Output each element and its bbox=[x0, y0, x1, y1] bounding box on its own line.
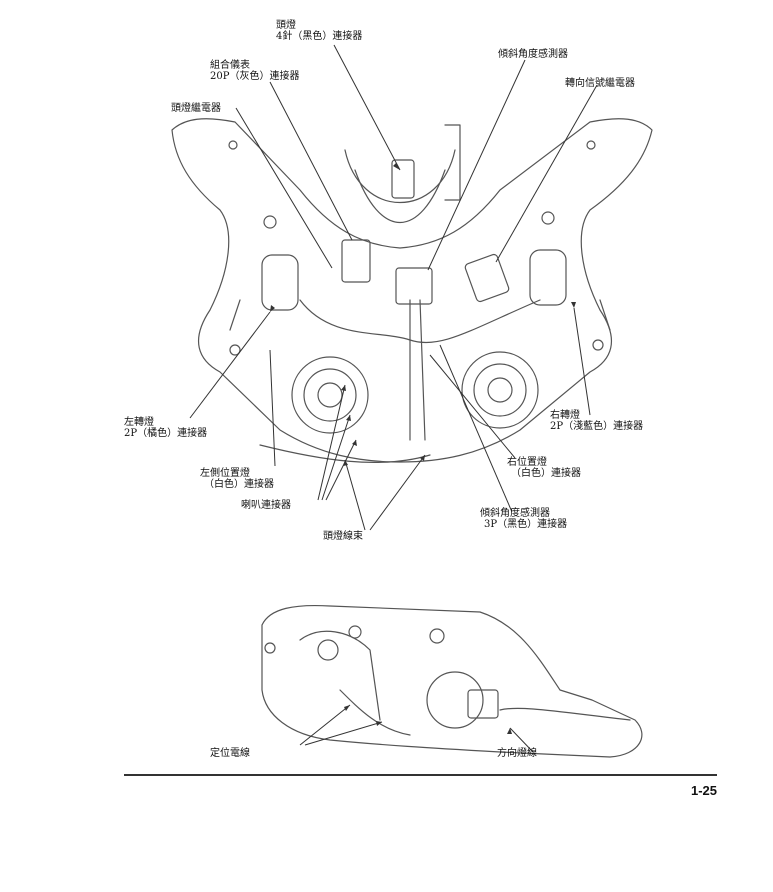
leader-headlight-relay bbox=[235, 107, 333, 269]
leader-tilt-connector bbox=[439, 344, 513, 513]
label-horn-connector: 喇叭連接器 bbox=[241, 500, 291, 511]
windscreen-curve bbox=[344, 149, 456, 203]
label-right-turn: 右轉燈 2P（淺藍色）連接器 bbox=[550, 410, 644, 432]
meter-connector-body bbox=[341, 239, 371, 283]
fairing-outline bbox=[171, 118, 653, 463]
label-left-position: 左側位置燈 （白色）連接器 bbox=[200, 468, 274, 490]
leader-position-wire-a bbox=[299, 704, 351, 746]
footer-rule bbox=[124, 774, 717, 776]
left-headlight-reflector bbox=[291, 356, 369, 434]
leader-turn-wire bbox=[509, 727, 534, 753]
label-position-wire: 定位電線 bbox=[210, 748, 250, 759]
label-headlight-connector: 頭燈 4針（黑色）連接器 bbox=[276, 20, 363, 42]
leader-left-position bbox=[269, 349, 276, 467]
leader-turn-relay bbox=[495, 84, 598, 263]
tilt-sensor-body bbox=[395, 267, 433, 305]
label-headlight-relay: 頭燈繼電器 bbox=[171, 103, 221, 114]
leader-harness-b bbox=[369, 454, 426, 531]
label-meter-connector: 組合儀表 20P（灰色）連接器 bbox=[210, 60, 300, 82]
leader-meter-connector bbox=[269, 81, 353, 241]
side-reflector bbox=[426, 671, 484, 729]
leader-harness-a bbox=[344, 459, 366, 531]
headlight-connector-body bbox=[391, 159, 415, 199]
leader-left-turn bbox=[189, 311, 271, 419]
right-turn-housing bbox=[529, 249, 567, 306]
leader-position-wire-b bbox=[304, 721, 383, 746]
leader-right-turn bbox=[573, 307, 591, 416]
leader-tilt-sensor bbox=[427, 59, 526, 271]
leader-right-position bbox=[429, 354, 516, 459]
leader-headlight-connector bbox=[333, 44, 401, 171]
turn-relay-body bbox=[464, 253, 510, 303]
leader-horn-c bbox=[325, 439, 357, 501]
page-number: 1-25 bbox=[690, 783, 717, 798]
side-fairing-outline bbox=[261, 604, 643, 758]
label-tilt-sensor: 傾斜角度感測器 bbox=[498, 49, 568, 60]
label-turn-relay: 轉向信號繼電器 bbox=[565, 78, 635, 89]
label-right-position: 右位置燈 （白色）連接器 bbox=[507, 457, 581, 479]
label-headlight-harness: 頭燈線束 bbox=[323, 531, 363, 542]
label-turn-wire: 方向燈線 bbox=[497, 748, 537, 759]
right-headlight-reflector bbox=[461, 351, 539, 429]
upper-bracket bbox=[444, 124, 461, 201]
label-left-turn: 左轉燈 2P（橘色）連接器 bbox=[124, 417, 208, 439]
leader-horn-b bbox=[321, 414, 351, 501]
left-turn-housing bbox=[261, 254, 299, 311]
leader-horn-a bbox=[317, 384, 346, 501]
label-tilt-sensor-connector: 傾斜角度感測器 3P（黑色）連接器 bbox=[480, 508, 568, 530]
